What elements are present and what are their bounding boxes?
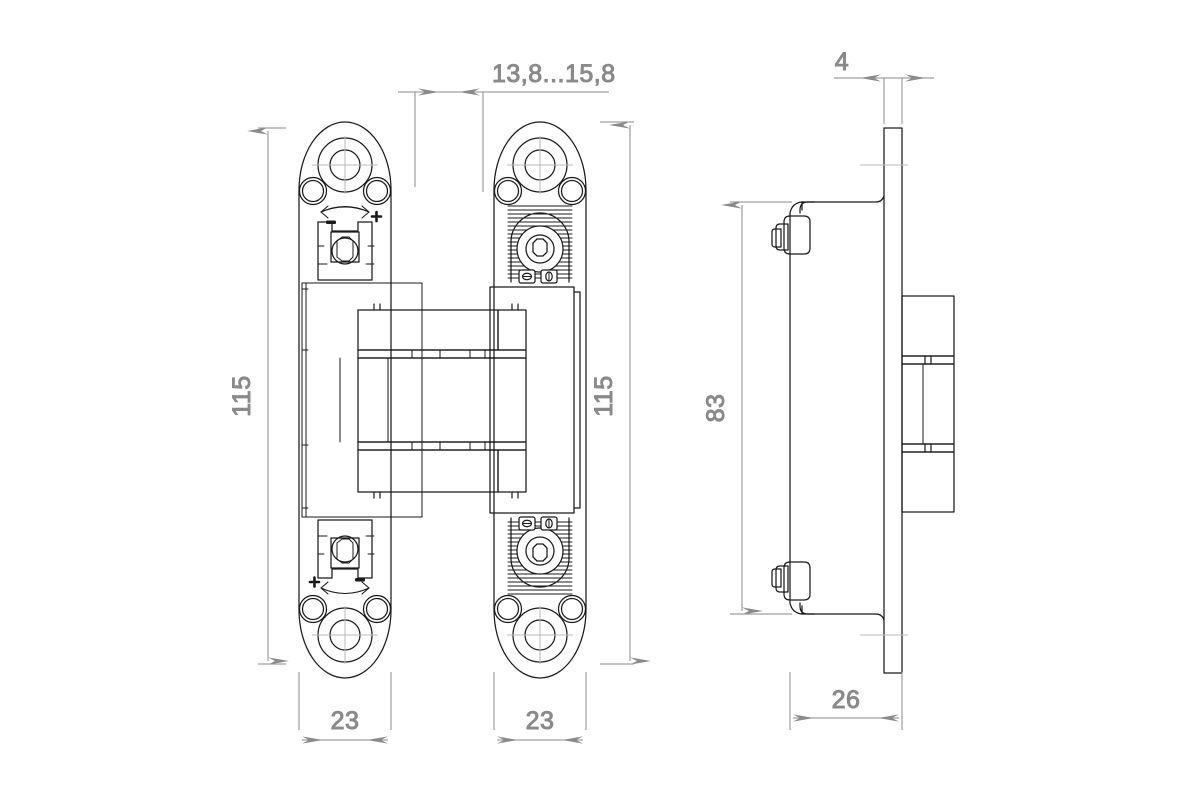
pivot-nut-bottom	[336, 538, 354, 564]
centre-lines	[312, 136, 908, 664]
arm-lower-rail	[357, 441, 527, 451]
door-pivot-nut-top	[532, 238, 548, 257]
leaf-outline	[298, 121, 392, 679]
pivot-pin-top	[331, 237, 359, 265]
body-top-profile	[789, 195, 885, 214]
small-hole-top-right-outer	[362, 176, 392, 206]
door-pivot-nut-bottom	[532, 543, 548, 562]
mounting-plate	[883, 127, 903, 674]
body-top-step	[799, 201, 815, 214]
arm-upper-right-block	[497, 309, 527, 351]
door-small-hole-top-left-outer	[493, 176, 523, 206]
arm-lower-right-block	[497, 449, 527, 493]
dimension-label-83: 83	[702, 394, 730, 423]
leaf-backplate	[301, 282, 423, 518]
door-small-hole-bottom-right-outer	[557, 594, 587, 624]
front-door-view	[489, 121, 587, 679]
side-arm-ticks	[924, 355, 932, 453]
adjust-arc-bottom	[320, 587, 370, 595]
dimension-height-left: 115	[228, 127, 289, 665]
knuckle-side-bottom-tip	[771, 568, 782, 588]
dimension-depth: 26	[789, 672, 903, 730]
side-arm-middle	[901, 363, 955, 445]
dimension-label-115-left: 115	[228, 375, 256, 416]
dimension-width-left: 23	[298, 672, 392, 744]
body-bottom-step	[799, 602, 815, 615]
knuckle-side-top	[783, 215, 811, 255]
dimension-gap: 13,8...15,8	[398, 60, 616, 192]
door-small-hole-top-left-inner	[496, 179, 520, 203]
side-arm-upper	[901, 295, 955, 357]
arm-middle-plate	[357, 357, 527, 443]
knuckle-slot-top	[330, 231, 360, 263]
dimension-label-23-left: 23	[331, 707, 360, 735]
side-arm-upper-rail	[901, 355, 955, 365]
body-bottom-profile	[789, 602, 885, 621]
arm-upper-rail	[357, 349, 527, 359]
marker-minus-bottom	[355, 578, 365, 582]
door-small-hole-bottom-right-inner	[560, 597, 584, 621]
dimension-label-gap: 13,8...15,8	[492, 60, 616, 88]
dimension-plate-thickness: 4	[834, 48, 934, 124]
pivot-nut-top	[336, 236, 354, 262]
door-body-band	[489, 286, 575, 514]
dimension-height-right: 115	[590, 121, 651, 665]
arm-lower-plate	[357, 449, 499, 493]
door-leaf-outline	[493, 121, 587, 679]
small-hole-top-right-inner	[365, 179, 389, 203]
knuckle-block-top	[317, 221, 373, 281]
adjust-arrow-top	[320, 205, 370, 219]
side-arm-lower	[901, 451, 955, 513]
knuckle-side-bottom	[783, 561, 811, 601]
arm-rail-ticks	[411, 349, 486, 451]
knuckle-block-bottom	[317, 519, 373, 579]
dimension-label-23-right: 23	[526, 707, 555, 735]
door-small-hole-top-right-inner	[560, 179, 584, 203]
adjust-arc-top	[320, 205, 370, 213]
small-hole-bottom-right-inner	[365, 597, 389, 621]
small-hole-top-left-outer	[298, 176, 328, 206]
knuckle-side-top-tab	[775, 223, 789, 251]
arm-upper-plate	[357, 309, 499, 351]
small-hole-bottom-left-inner	[301, 597, 325, 621]
dimension-layer: 13,8...15,8 115 115 23	[228, 48, 934, 744]
front-leaf-view	[298, 121, 423, 679]
knuckle-housing-bottom	[510, 517, 570, 588]
dimension-label-4: 4	[835, 48, 849, 76]
knuckle-slot-bottom	[330, 537, 360, 569]
knuckle-side-bottom-tab	[775, 565, 789, 593]
marker-plus-bottom	[308, 576, 321, 588]
small-hole-top-left-inner	[301, 179, 325, 203]
pivot-pin-bottom	[331, 535, 359, 563]
dimension-label-115-right: 115	[590, 375, 618, 416]
door-small-hole-bottom-left-outer	[493, 594, 523, 624]
leaf-backplate-ticks	[301, 288, 309, 509]
small-hole-bottom-right-outer	[362, 594, 392, 624]
dimension-width-right: 23	[493, 672, 587, 744]
dimension-body-height: 83	[702, 201, 792, 615]
adjust-arrow-bottom	[320, 581, 370, 595]
door-small-hole-top-right-outer	[557, 176, 587, 206]
knuckle-housing-top	[510, 212, 570, 283]
dimension-label-26: 26	[832, 686, 861, 714]
door-small-hole-bottom-left-inner	[496, 597, 520, 621]
side-profile-view	[771, 127, 955, 674]
side-arm-lower-rail	[901, 443, 955, 453]
small-hole-bottom-left-outer	[298, 594, 328, 624]
door-body-step	[573, 291, 581, 509]
marker-plus-top	[370, 210, 383, 223]
knuckle-side-top-tip	[771, 228, 782, 248]
hinge-arm-body	[339, 303, 527, 499]
arm-fastener-ticks	[373, 303, 519, 499]
